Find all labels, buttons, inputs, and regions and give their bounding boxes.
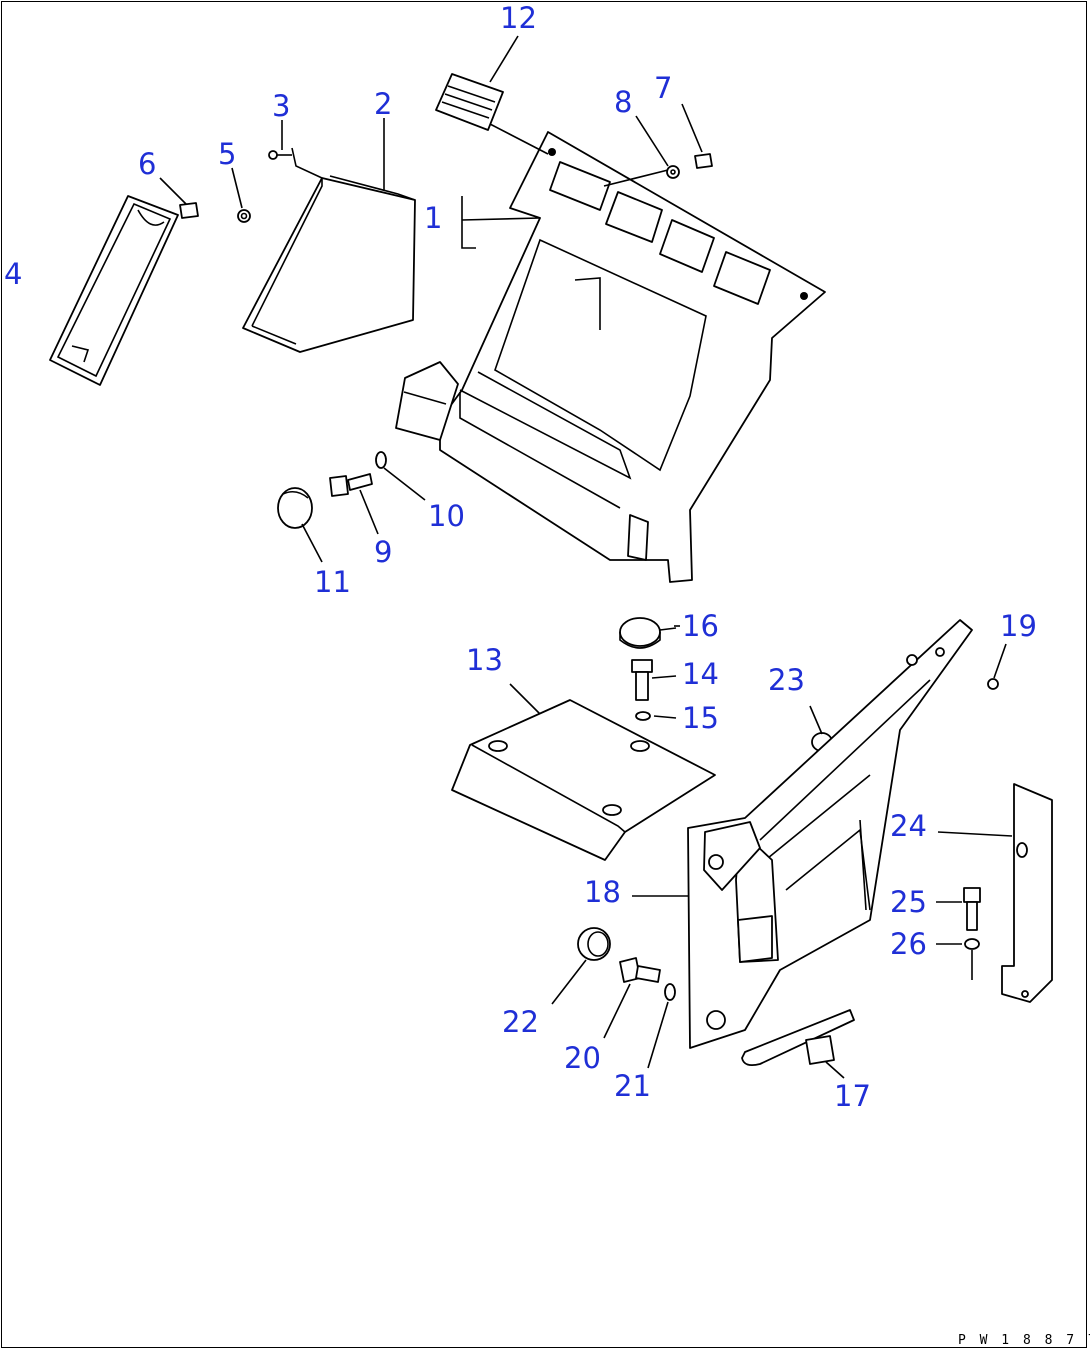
callout-22: 22 — [502, 1005, 539, 1039]
part-13-cover-plate — [451, 699, 716, 861]
part-10-washer — [375, 451, 387, 469]
callout-13: 13 — [466, 643, 503, 677]
callout-4: 4 — [4, 257, 22, 291]
callout-2: 2 — [374, 87, 392, 121]
part-14-bolt — [631, 659, 653, 701]
part-21-washer — [664, 983, 676, 1001]
part-2-duct-box — [242, 147, 416, 353]
part-1-console-frame — [395, 131, 826, 583]
callout-18: 18 — [584, 875, 621, 909]
callout-9: 9 — [374, 535, 392, 569]
callout-26: 26 — [890, 927, 927, 961]
callout-12: 12 — [500, 1, 537, 35]
part-3-screw — [268, 150, 292, 160]
callout-21: 21 — [614, 1069, 651, 1103]
callout-25: 25 — [890, 885, 927, 919]
callout-19: 19 — [1000, 609, 1037, 643]
callout-7: 7 — [654, 71, 672, 105]
part-9-bolt — [329, 473, 373, 497]
part-18-side-panel — [687, 619, 973, 1049]
callout-1: 1 — [424, 201, 442, 235]
part-20-bolt — [619, 957, 661, 983]
callout-5: 5 — [218, 137, 236, 171]
callout-24: 24 — [890, 809, 927, 843]
callout-15: 15 — [682, 701, 719, 735]
callout-16: 16 — [682, 609, 719, 643]
callout-6: 6 — [138, 147, 156, 181]
callout-labels: 1 2 3 4 5 6 7 8 9 10 11 12 13 14 15 16 1… — [4, 1, 1037, 1113]
leader-lines — [159, 35, 1013, 1079]
part-25-bolt — [963, 887, 981, 931]
part-19-nut — [987, 678, 999, 690]
part-4-side-panel — [49, 195, 179, 386]
part-8-washer — [666, 165, 680, 179]
part-7-nut — [694, 153, 713, 169]
callout-20: 20 — [564, 1041, 601, 1075]
part-6-clip — [179, 202, 199, 219]
callout-14: 14 — [682, 657, 719, 691]
part-24-bracket — [1001, 783, 1053, 1003]
part-5-nut — [237, 209, 251, 223]
callout-10: 10 — [428, 499, 465, 533]
part-26-washer — [964, 938, 980, 950]
part-12-vent-grille — [435, 73, 504, 131]
part-16-cap — [619, 617, 661, 649]
part-15-washer — [635, 711, 651, 721]
part-22-cap — [577, 927, 611, 961]
callout-17: 17 — [834, 1079, 871, 1113]
callout-11: 11 — [314, 565, 351, 599]
callout-23: 23 — [768, 663, 805, 697]
callout-3: 3 — [272, 89, 290, 123]
callout-8: 8 — [614, 85, 632, 119]
part-17-strap — [741, 1009, 855, 1067]
drawing-code: P W 1 8 8 7 7 — [958, 1333, 1090, 1348]
part-11-cap — [277, 487, 313, 529]
